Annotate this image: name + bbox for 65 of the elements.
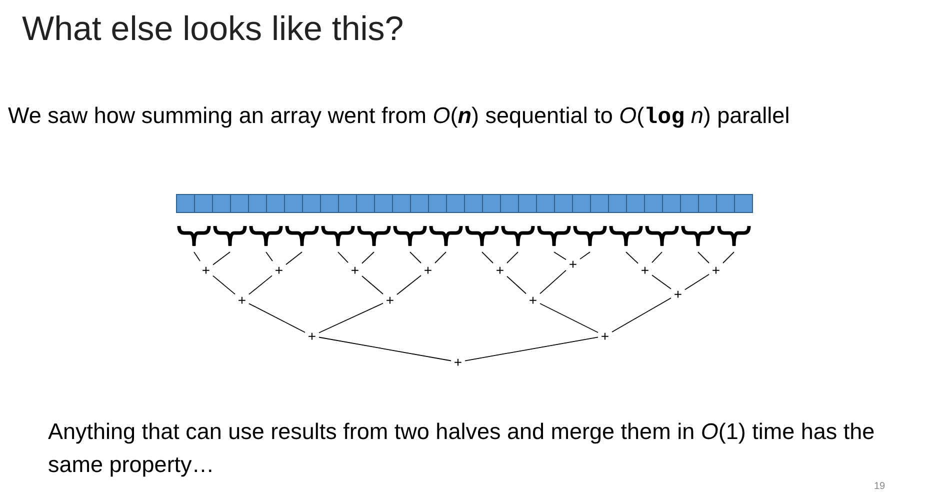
connector-line <box>194 252 200 262</box>
connector-line <box>286 252 302 265</box>
connector-line <box>212 252 230 266</box>
connector-line <box>464 336 598 362</box>
curly-brace <box>249 224 283 246</box>
connector-line <box>318 302 384 334</box>
connector-line <box>266 252 273 262</box>
connector-line <box>318 336 452 362</box>
connector-line <box>212 275 236 295</box>
plus-sign: + <box>307 329 317 343</box>
connector-line <box>698 252 710 264</box>
connector-line <box>506 276 526 294</box>
plus-sign: + <box>385 293 395 307</box>
curly-brace <box>645 224 679 246</box>
connector-line <box>506 252 518 264</box>
plus-sign: + <box>423 263 433 277</box>
connector-line <box>338 252 348 264</box>
curly-brace <box>213 224 247 246</box>
connector-line <box>248 303 306 333</box>
connector-line <box>612 298 672 332</box>
connector-line <box>554 252 566 260</box>
connector-line <box>540 303 598 333</box>
curly-brace <box>393 224 427 246</box>
plus-sign: + <box>237 293 247 307</box>
conclusion-text: Anything that can use results from two halves and merge them in O(1) time has the same property… <box>48 418 876 479</box>
connector-line <box>684 274 710 290</box>
connector-line <box>396 275 422 295</box>
plus-sign: + <box>495 263 505 277</box>
plus-sign: + <box>600 329 610 343</box>
plus-sign: + <box>274 263 284 277</box>
connector-line <box>722 252 734 264</box>
page-number: 19 <box>874 481 886 492</box>
connector-line <box>362 252 374 264</box>
plus-sign: + <box>568 257 578 271</box>
connector-line <box>362 276 384 294</box>
connector-line <box>626 252 638 264</box>
plus-sign: + <box>201 263 211 277</box>
connector-line <box>652 252 662 264</box>
curly-brace <box>429 224 463 246</box>
connector-line <box>580 252 590 260</box>
slide-title: What else looks like this? <box>22 10 404 49</box>
curly-brace <box>573 224 607 246</box>
plus-sign: + <box>673 287 683 301</box>
plus-sign: + <box>453 355 463 369</box>
plus-sign: + <box>640 263 650 277</box>
curly-brace <box>357 224 391 246</box>
curly-brace <box>285 224 319 246</box>
curly-brace <box>501 224 535 246</box>
plus-sign: + <box>711 263 721 277</box>
connector-line <box>248 275 272 295</box>
connector-line <box>652 274 672 290</box>
plus-sign: + <box>350 263 360 277</box>
plus-sign: + <box>528 293 538 307</box>
curly-brace <box>177 224 211 246</box>
curly-brace <box>537 224 571 246</box>
curly-brace <box>321 224 355 246</box>
connector-line <box>482 252 494 264</box>
curly-brace <box>465 224 499 246</box>
connector-line <box>434 252 446 264</box>
curly-brace <box>681 224 715 246</box>
curly-brace <box>717 224 751 246</box>
curly-brace <box>609 224 643 246</box>
intro-text: We saw how summing an array went from O(n) sequential to O(log n) parallel <box>8 102 791 132</box>
connector-line <box>410 252 422 264</box>
connector-line <box>540 270 566 294</box>
